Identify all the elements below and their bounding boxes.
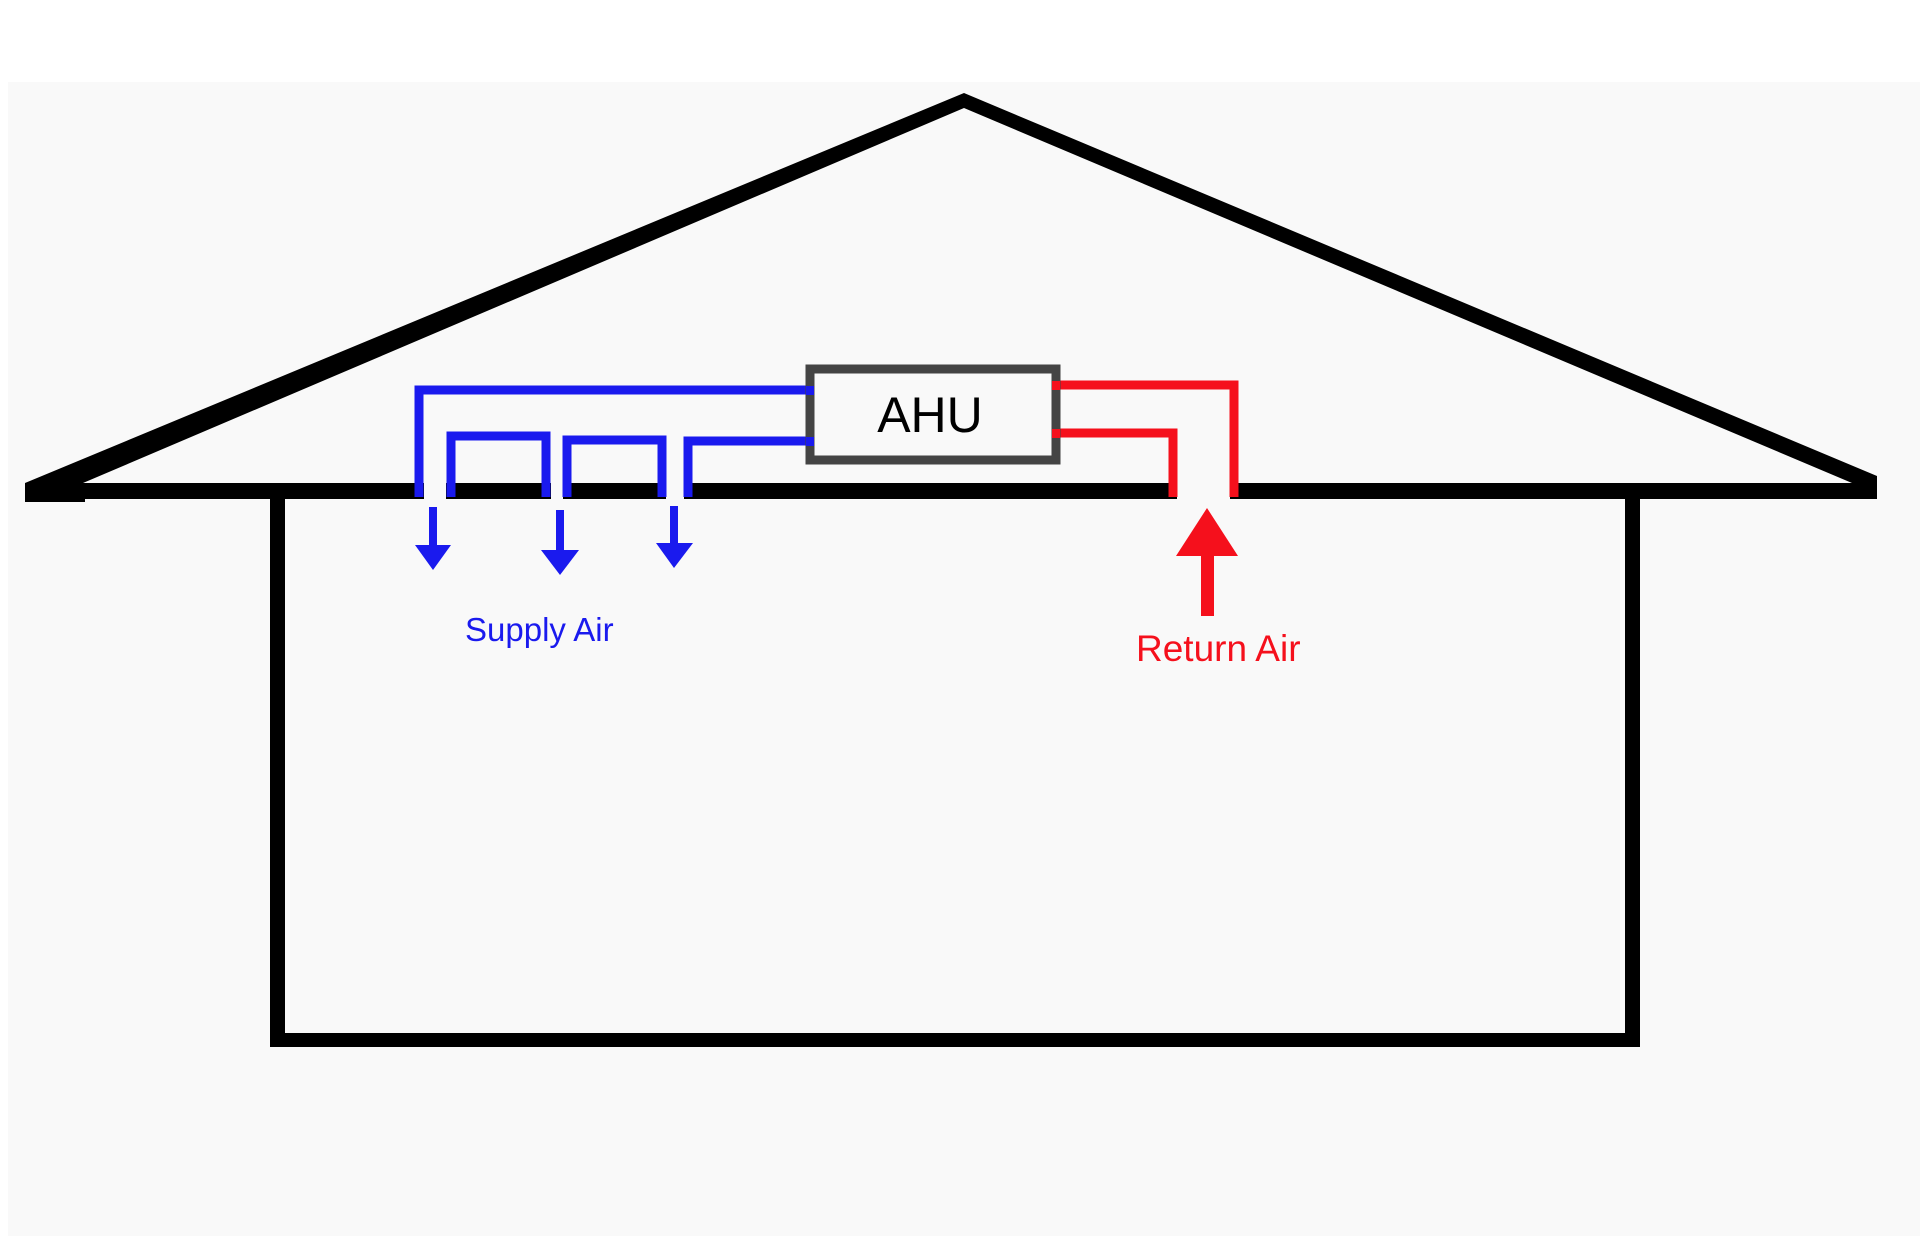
supply-gap-2 bbox=[551, 481, 563, 501]
return-duct-upper bbox=[1052, 380, 1239, 497]
supply-loop-1 bbox=[446, 431, 551, 497]
house bbox=[25, 93, 1877, 1047]
wall-left bbox=[270, 490, 285, 1047]
supply-branch-3 bbox=[683, 436, 812, 497]
ahu-label: AHU bbox=[877, 387, 983, 443]
supply-air-label: Supply Air bbox=[465, 611, 614, 648]
wall-right bbox=[1625, 490, 1640, 1047]
supply-ducts bbox=[414, 385, 812, 501]
return-duct-lower bbox=[1052, 428, 1178, 497]
return-gap bbox=[1177, 481, 1230, 501]
ahu-unit bbox=[805, 364, 1061, 465]
supply-arrow-1 bbox=[415, 507, 451, 570]
supply-gap-1 bbox=[424, 481, 446, 501]
supply-main-duct bbox=[414, 385, 812, 497]
supply-gap-3 bbox=[666, 481, 684, 501]
ceiling-line bbox=[25, 483, 1877, 499]
supply-ahu-stub-lower bbox=[806, 437, 814, 446]
supply-ahu-stub-upper bbox=[806, 386, 814, 395]
return-arrow bbox=[1176, 508, 1238, 616]
return-ducts bbox=[1052, 380, 1239, 501]
eave-left-tip bbox=[25, 483, 85, 502]
supply-arrow-2 bbox=[541, 510, 579, 575]
supply-arrow-3 bbox=[656, 506, 693, 568]
floor-line bbox=[270, 1033, 1640, 1047]
return-ahu-stub-upper bbox=[1052, 381, 1060, 390]
supply-arrows bbox=[415, 506, 693, 575]
return-air-label: Return Air bbox=[1136, 628, 1301, 669]
supply-loop-2 bbox=[562, 435, 667, 497]
return-ahu-stub-lower bbox=[1052, 429, 1060, 438]
